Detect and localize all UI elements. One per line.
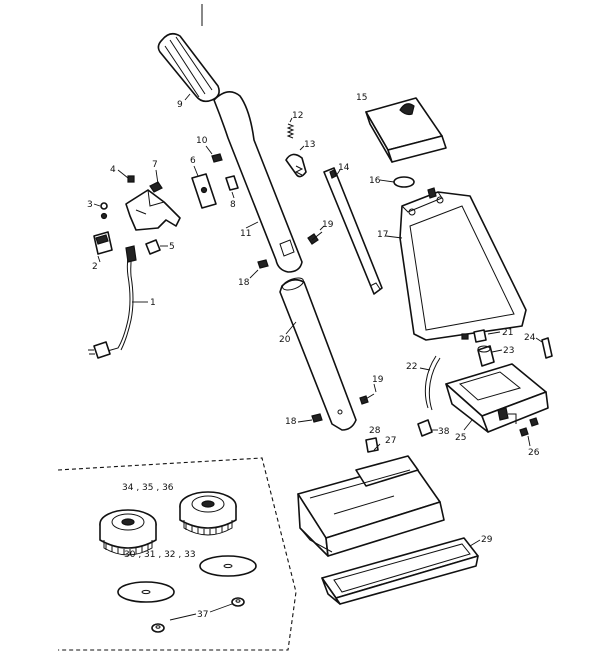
label-13: 13 bbox=[304, 140, 315, 150]
scrub-brush-left bbox=[99, 509, 157, 556]
label-27: 27 bbox=[385, 436, 396, 446]
label-22: 22 bbox=[406, 362, 417, 372]
washer-3 bbox=[100, 202, 108, 220]
spring bbox=[286, 123, 295, 139]
label-18-lower: 18 bbox=[285, 417, 297, 427]
label-10: 10 bbox=[196, 136, 208, 146]
label-29: 29 bbox=[481, 535, 493, 545]
support-rod bbox=[323, 167, 383, 295]
label-23: 23 bbox=[503, 346, 514, 356]
label-9: 9 bbox=[177, 100, 183, 110]
fitting-21 bbox=[473, 329, 487, 343]
label-30-33: 30 , 31 , 32 , 33 bbox=[124, 550, 196, 560]
label-6: 6 bbox=[190, 156, 196, 166]
valve-23 bbox=[477, 345, 495, 367]
label-8: 8 bbox=[230, 200, 236, 210]
label-28: 28 bbox=[369, 426, 381, 436]
mounting-plate bbox=[191, 173, 217, 209]
tank-cap bbox=[365, 97, 447, 163]
label-1: 1 bbox=[150, 298, 156, 308]
label-38: 38 bbox=[438, 427, 450, 437]
nuts-37 bbox=[151, 597, 245, 633]
hose-22 bbox=[424, 355, 441, 411]
handle-grip bbox=[157, 32, 220, 103]
rocker-switch bbox=[93, 231, 113, 255]
clamp bbox=[225, 175, 239, 191]
label-26: 26 bbox=[528, 448, 540, 458]
scrub-brush-right bbox=[179, 491, 237, 536]
label-16: 16 bbox=[369, 176, 381, 186]
label-18-upper: 18 bbox=[238, 278, 250, 288]
label-25: 25 bbox=[455, 433, 466, 443]
pad-right bbox=[199, 555, 257, 577]
label-7: 7 bbox=[152, 160, 158, 170]
label-14: 14 bbox=[338, 163, 350, 173]
label-19-upper: 19 bbox=[322, 220, 334, 230]
label-24: 24 bbox=[524, 333, 536, 343]
label-2: 2 bbox=[92, 262, 98, 272]
screw-upper bbox=[307, 231, 323, 245]
screw-4 bbox=[127, 175, 135, 183]
switch-bracket bbox=[125, 181, 181, 231]
pad-left bbox=[117, 581, 175, 603]
label-17: 17 bbox=[377, 230, 388, 240]
label-3: 3 bbox=[87, 200, 93, 210]
label-21: 21 bbox=[502, 328, 513, 338]
accessory-kit-outline bbox=[57, 457, 297, 651]
small-knob bbox=[393, 176, 415, 188]
connector bbox=[145, 239, 161, 255]
label-4: 4 bbox=[110, 165, 116, 175]
upper-handle-tube bbox=[213, 91, 303, 273]
solution-tank bbox=[399, 187, 527, 341]
nut-upper bbox=[257, 259, 269, 269]
screw-lower bbox=[359, 393, 375, 405]
drip-tray bbox=[321, 537, 479, 605]
nut-lower bbox=[311, 413, 323, 423]
plug-28 bbox=[365, 437, 379, 453]
cord-clip bbox=[285, 153, 307, 178]
pin-24 bbox=[541, 337, 553, 359]
screw-10 bbox=[211, 153, 223, 163]
label-19-lower: 19 bbox=[372, 375, 384, 385]
pump-housing bbox=[445, 363, 549, 433]
label-37: 37 bbox=[197, 610, 208, 620]
label-5: 5 bbox=[169, 242, 175, 252]
screws-26 bbox=[519, 417, 539, 437]
label-20: 20 bbox=[279, 335, 291, 345]
label-12: 12 bbox=[292, 111, 303, 121]
power-cord bbox=[88, 245, 137, 359]
lower-handle-tube bbox=[279, 277, 357, 431]
label-11: 11 bbox=[240, 229, 251, 239]
base-housing bbox=[297, 455, 445, 557]
label-15: 15 bbox=[356, 93, 367, 103]
label-34-36: 34 , 35 , 36 bbox=[122, 483, 174, 493]
elbow-38 bbox=[417, 419, 433, 437]
